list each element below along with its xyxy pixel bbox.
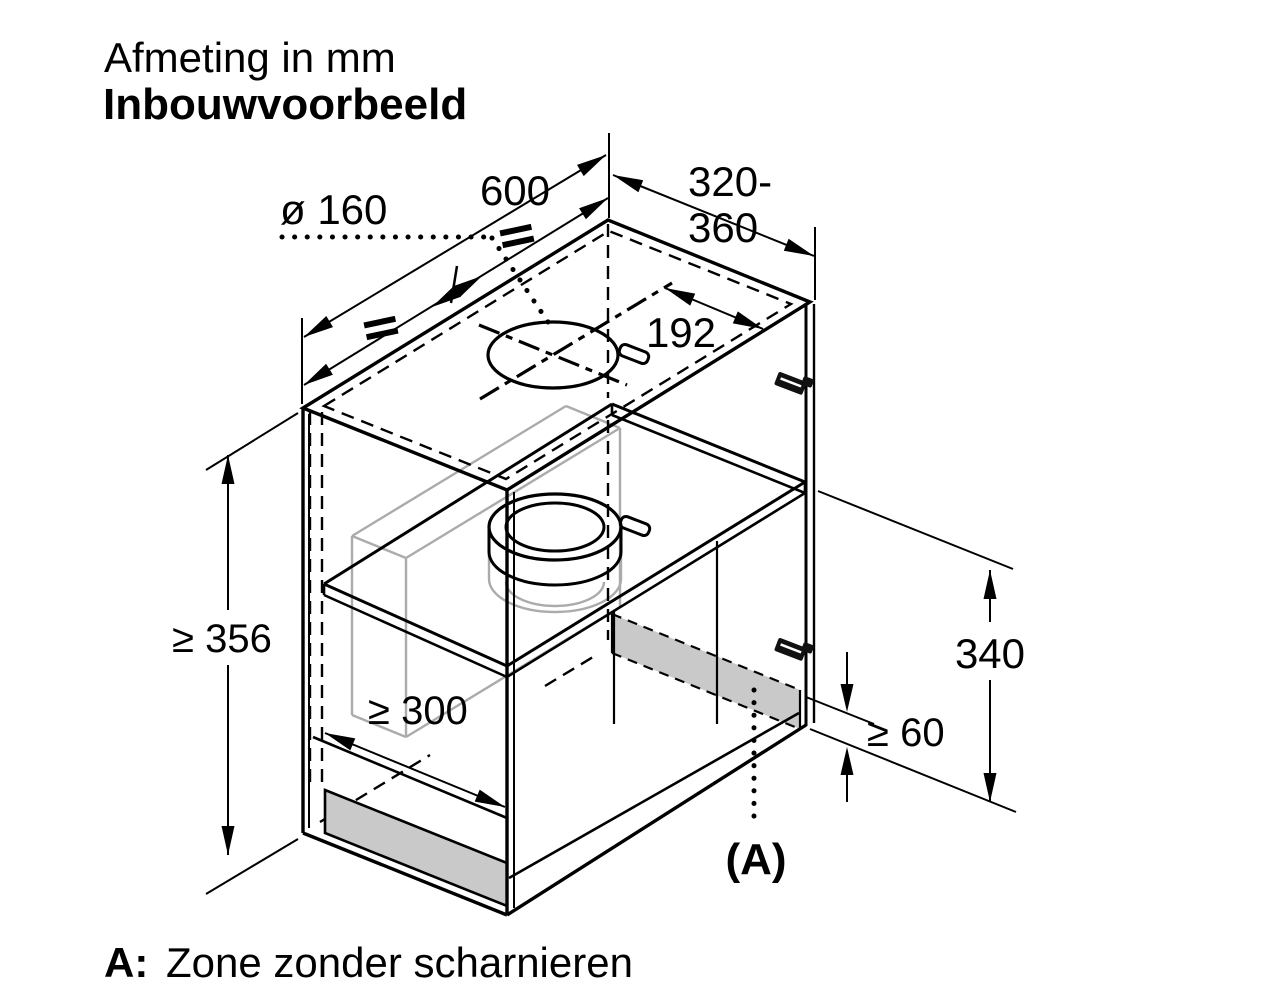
dim-niche-height-356: ≥ 356 — [172, 412, 299, 895]
dim-duct-diameter: ø 160 — [279, 186, 551, 325]
zone-a-label: (A) — [725, 835, 786, 884]
equal-mark-left — [363, 315, 399, 341]
shelf — [322, 402, 807, 679]
duct-diameter-label: ø 160 — [280, 186, 387, 233]
dim-hinge-zone-60: ≥ 60 — [805, 652, 945, 802]
dim-door-height-340: 340 — [809, 490, 1025, 813]
dim-depth-320-360: 320- 360 — [612, 158, 816, 300]
dim-centering-chain: = = — [303, 197, 609, 386]
hole-to-front-label: 192 — [646, 309, 716, 356]
units-note: Afmeting in mm — [104, 34, 396, 81]
legend-text: Zone zonder scharnieren — [166, 939, 633, 986]
dim-width-600: 600 — [301, 133, 610, 404]
niche-depth-label: ≥ 300 — [368, 689, 468, 733]
top-vent-hole — [478, 281, 673, 401]
niche-height-label: ≥ 356 — [172, 617, 272, 661]
duct-collar — [487, 492, 652, 587]
depth-label-2: 360 — [688, 204, 758, 251]
hinge-bottom — [774, 638, 814, 661]
legend: A: Zone zonder scharnieren — [104, 939, 633, 986]
depth-label-1: 320- — [688, 158, 772, 205]
zone-a-marker: (A) — [725, 687, 787, 884]
zone-strip-right — [610, 612, 802, 731]
cabinet — [299, 218, 816, 917]
width-label: 600 — [480, 167, 550, 214]
hinge-top — [774, 372, 814, 395]
hinge-zone-label: ≥ 60 — [867, 711, 945, 755]
equal-mark-right — [499, 223, 535, 249]
door-height-label: 340 — [955, 630, 1025, 677]
dim-niche-depth-300: ≥ 300 — [324, 689, 506, 808]
page-title: Inbouwvoorbeeld — [103, 80, 467, 129]
hood-outline — [350, 404, 623, 739]
dim-hole-to-front: 192 — [646, 287, 764, 356]
legend-key: A: — [104, 939, 148, 986]
